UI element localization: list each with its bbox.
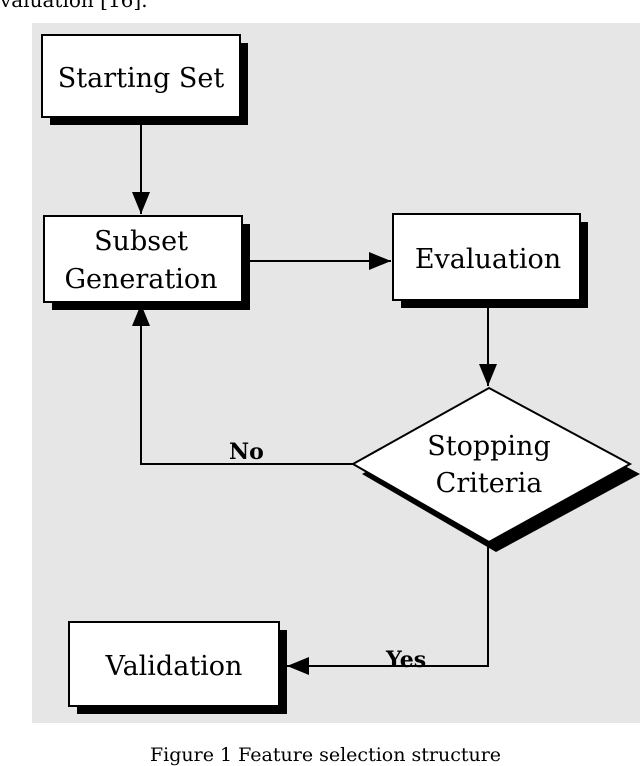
stopping-criteria-node: Stopping Criteria [350,386,640,552]
figure-caption: Figure 1 Feature selection structure [150,744,502,766]
arrow-yes-to-validation [287,542,489,675]
no-edge-label: No [229,439,264,465]
starting-set-node: Starting Set [41,34,248,125]
evaluation-node: Evaluation [392,213,588,308]
subset-generation-label-line2: Generation [64,264,217,295]
yes-edge-label: Yes [385,647,426,673]
starting-set-label: Starting Set [58,63,225,94]
subset-generation-label-line1: Subset [94,226,188,257]
stopping-criteria-label-line2: Criteria [436,468,543,499]
diagram-background [32,23,640,723]
evaluation-box [392,213,581,301]
validation-node: Validation [68,621,287,714]
validation-box [68,621,280,707]
arrow-no-back-to-subset-generation [132,304,353,465]
subset-generation-node: Subset Generation [43,215,250,310]
subset-generation-box [43,215,243,303]
evaluation-label: Evaluation [415,244,561,275]
stopping-criteria-label-line1: Stopping [427,431,550,462]
validation-label: Validation [105,651,243,682]
preceding-text-fragment: valuation [16]. [0,0,148,12]
starting-set-box [41,34,241,118]
